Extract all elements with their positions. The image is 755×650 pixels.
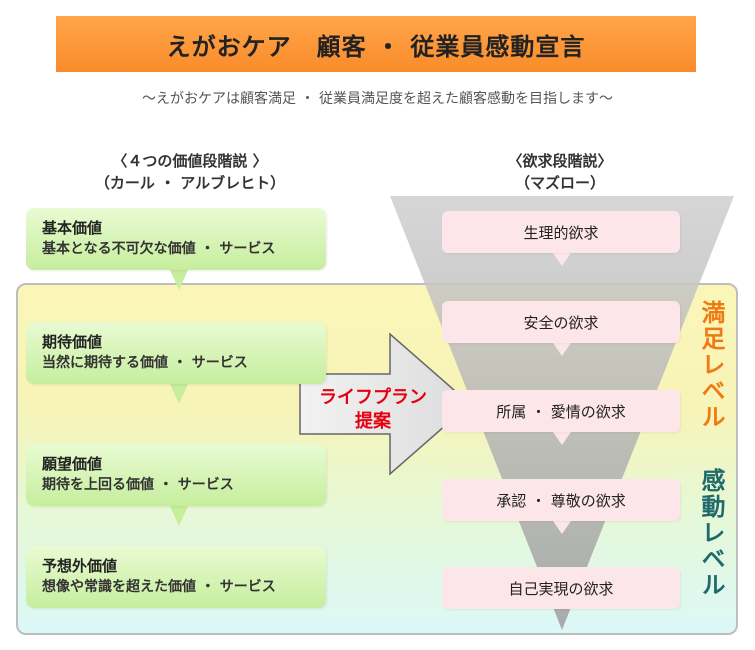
value-stage-desc: 当然に期待する価値 ・ サービス [42, 355, 248, 371]
needs-theory-title: 〈欲求段階説〉 [507, 152, 613, 170]
value-stage-name: 期待価値 [42, 333, 103, 351]
need-connector-3 [553, 432, 571, 445]
value-stage-desc: 基本となる不可欠な価値 ・ サービス [42, 241, 276, 257]
value-stage-basic: 基本価値 基本となる不可欠な価値 ・ サービス [26, 208, 326, 270]
proposal-line-1: ライフプラン [319, 387, 427, 408]
proposal-arrow [299, 332, 472, 476]
need-belonging: 所属 ・ 愛情の欲求 [442, 390, 680, 432]
value-theory-title: 〈４つの価値段階説 〉 [112, 152, 268, 170]
value-stage-expected: 期待価値 当然に期待する価値 ・ サービス [26, 322, 326, 384]
value-theory-heading: 〈４つの価値段階説 〉 （カール ・ アルブレヒト） [40, 150, 340, 194]
need-self-actualization: 自己実現の欲求 [442, 567, 680, 609]
needs-theory-author: （マズロー） [514, 174, 605, 192]
value-stage-name: 基本価値 [42, 219, 103, 237]
value-connector-3 [170, 506, 188, 526]
value-stage-name: 願望価値 [42, 455, 103, 473]
value-theory-author: （カール ・ アルブレヒト） [94, 174, 286, 192]
title-bar: えがおケア 顧客 ・ 従業員感動宣言 [56, 16, 696, 72]
need-safety: 安全の欲求 [442, 301, 680, 343]
value-stage-unexpected: 予想外価値 想像や常識を超えた価値 ・ サービス [26, 546, 326, 608]
value-stage-desc: 想像や常識を超えた価値 ・ サービス [42, 579, 276, 595]
need-connector-2 [553, 343, 571, 356]
need-connector-4 [553, 521, 571, 534]
need-esteem: 承認 ・ 尊敬の欲求 [442, 479, 680, 521]
value-connector-1 [170, 270, 188, 290]
value-stage-desired: 願望価値 期待を上回る価値 ・ サービス [26, 444, 326, 506]
value-stage-name: 予想外価値 [42, 557, 118, 575]
impression-level-label: 感動レベル [697, 468, 725, 598]
needs-theory-heading: 〈欲求段階説〉 （マズロー） [440, 150, 680, 194]
proposal-line-2: 提案 [355, 411, 391, 432]
need-physiological: 生理的欲求 [442, 211, 680, 253]
need-connector-1 [553, 253, 571, 266]
subtitle: ～えがおケアは顧客満足 ・ 従業員満足度を超えた顧客感動を目指します～ [142, 91, 613, 107]
satisfaction-level-label: 満足レベル [697, 300, 725, 430]
value-connector-2 [170, 384, 188, 404]
page-title: えがおケア 顧客 ・ 従業員感動宣言 [166, 32, 586, 61]
value-stage-desc: 期待を上回る価値 ・ サービス [42, 477, 234, 493]
proposal-arrow-label: ライフプラン 提案 [303, 386, 443, 434]
